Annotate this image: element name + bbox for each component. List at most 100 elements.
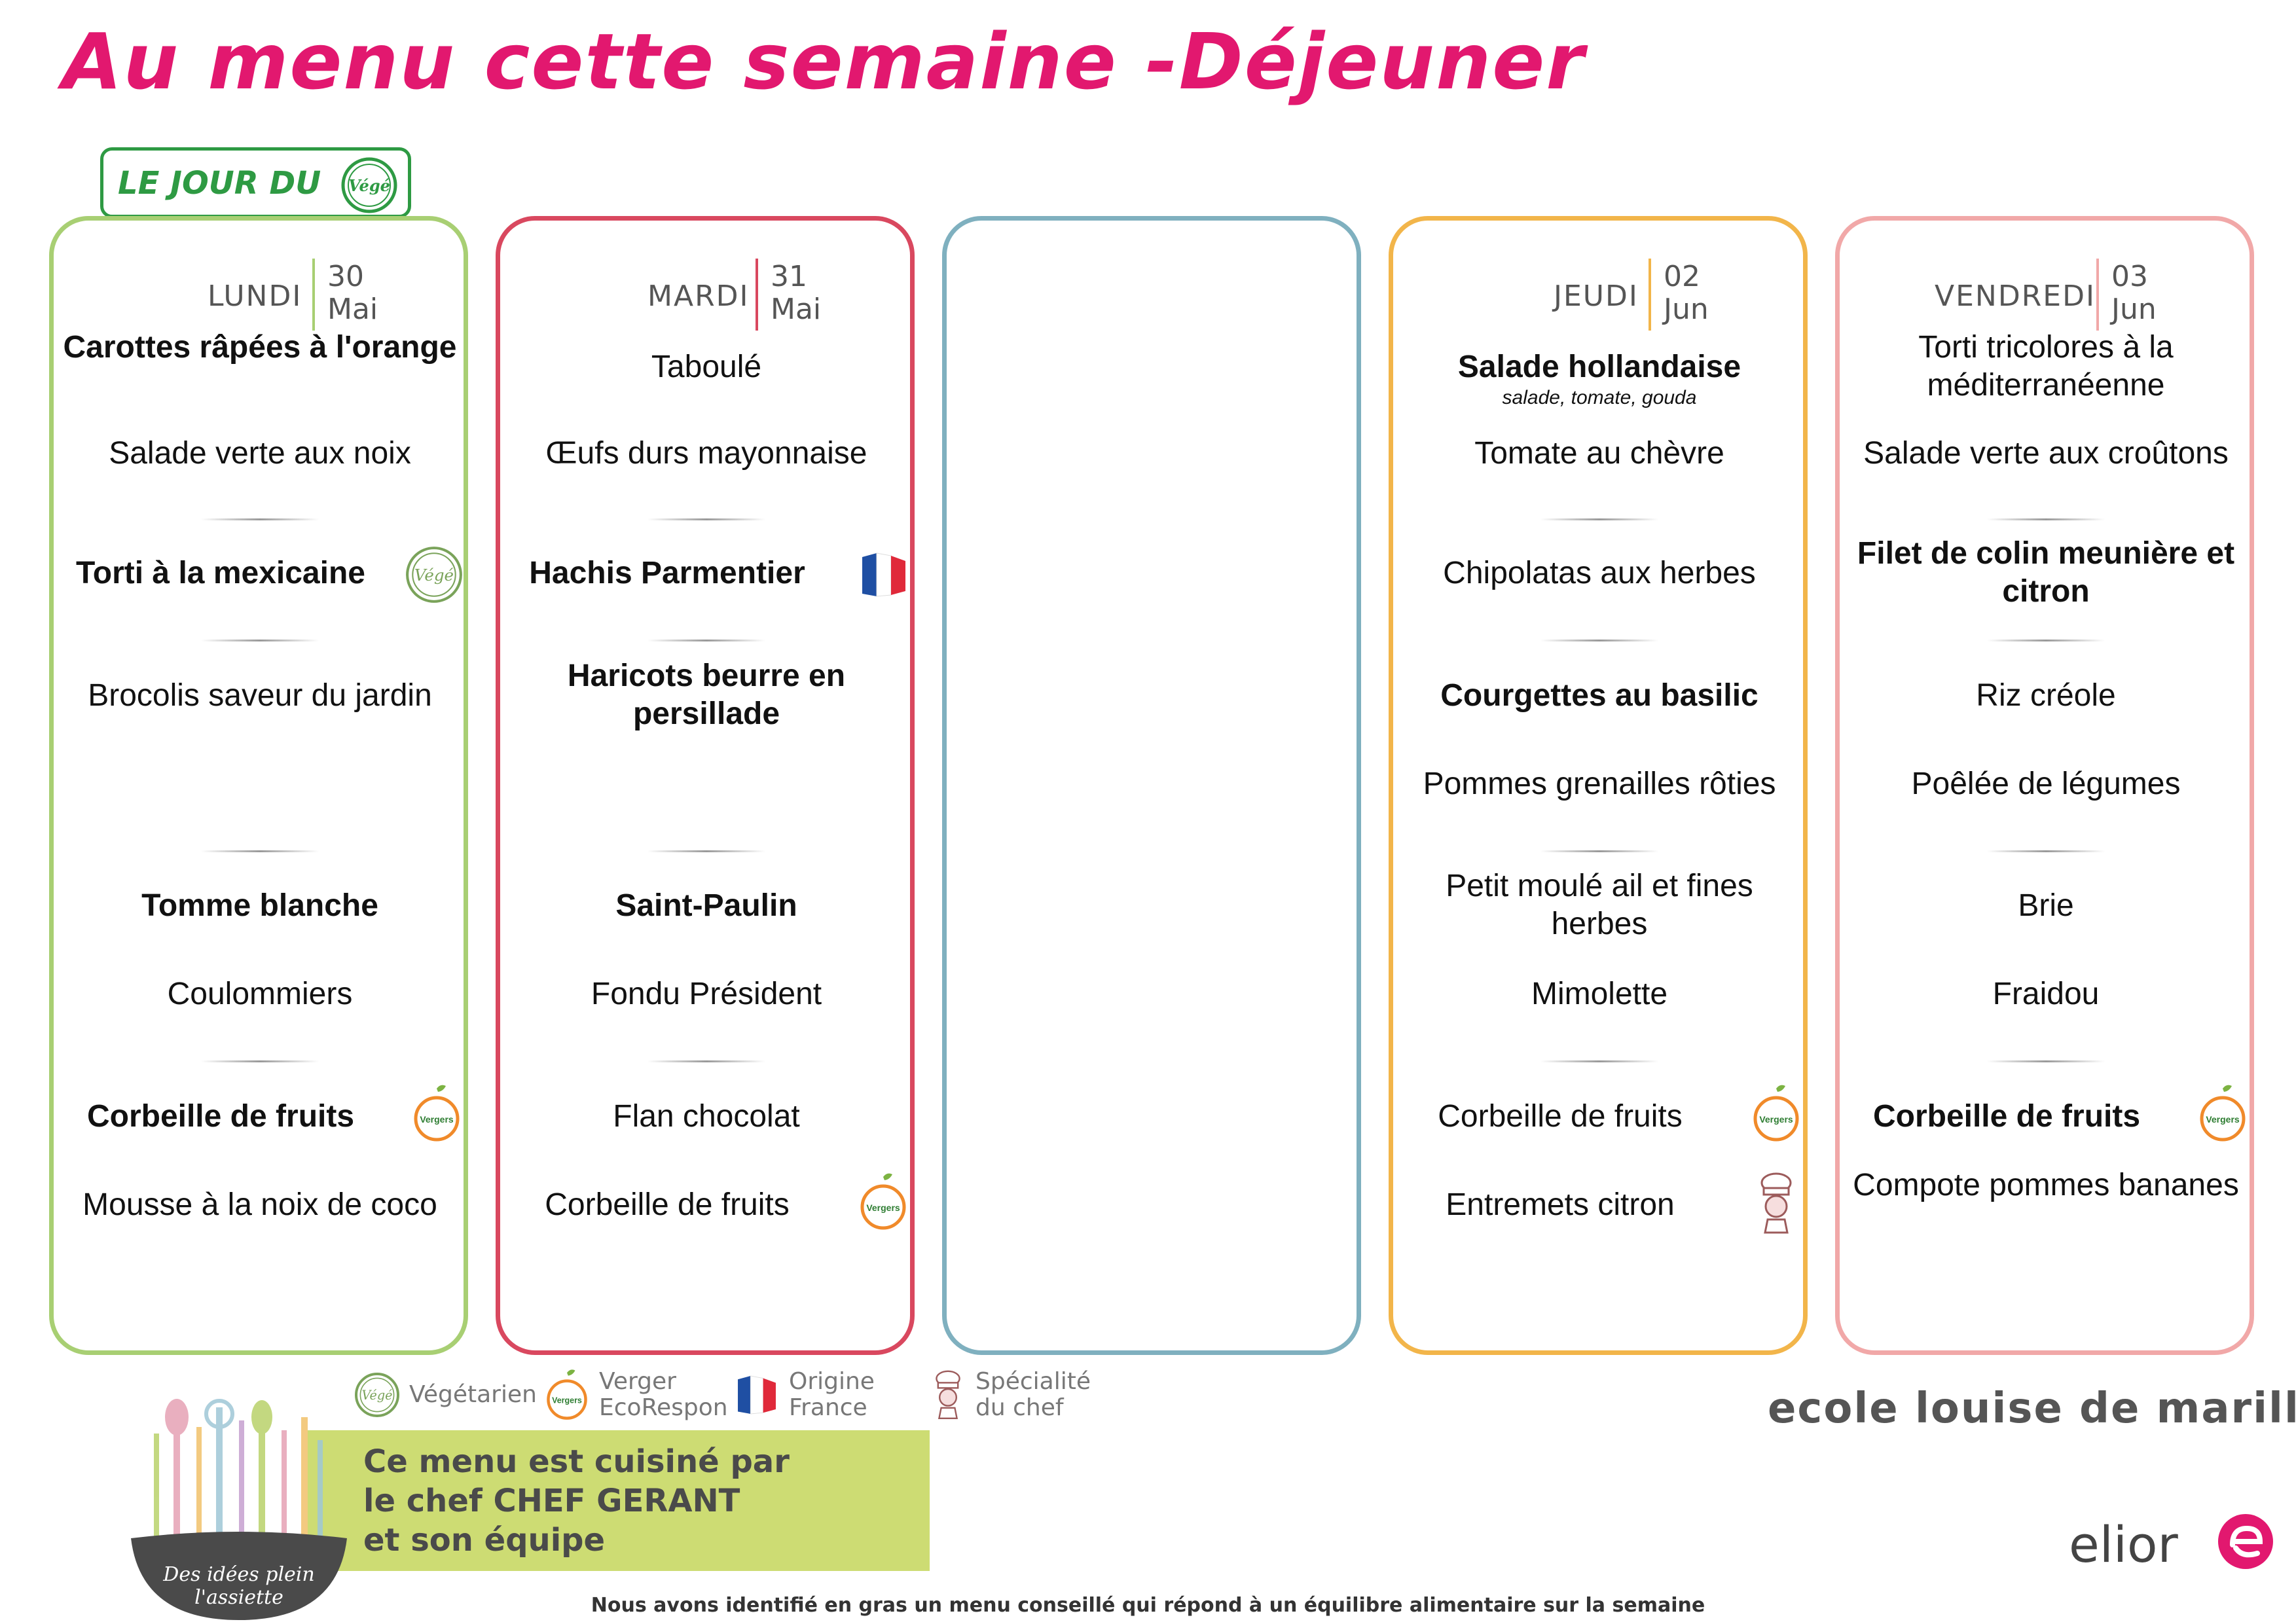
verger-ecorespon-icon: Vergers [1753,1085,1799,1142]
divider [1987,1060,2105,1062]
chef-line-2: le chef CHEF GERANT [363,1483,740,1519]
menu-item-cheese-2: Fondu Président [591,977,822,1011]
menu-item-cheese-2: Mimolette [1531,977,1668,1011]
logo-text-line-1: Des idées plein [162,1563,314,1586]
legend-label-line-2: France [789,1394,867,1421]
date-month: Mai [327,293,378,326]
menu-item-side: Brocolis saveur du jardin [88,678,432,713]
date-month: Jun [1664,293,1709,326]
menu-item-starter-1: Salade hollandaise salade, tomate, gouda [1400,348,1799,410]
day-header: LUNDI 30 Mai [54,240,464,331]
day-card-lundi: LUNDI 30 Mai Carottes râpées à l'orange … [49,216,468,1355]
divider [647,518,765,520]
day-card-jeudi: JEUDI 02 Jun Salade hollandaise salade, … [1389,216,1808,1355]
menu-item-dessert-2: Compote pommes bananes [1853,1168,2239,1202]
date-day: 30 [327,260,364,293]
menu-item-dessert-1: Corbeille de fruits [1872,1099,2141,1134]
day-name: LUNDI [208,280,302,313]
menu-item-cheese-1: Petit moulé ail et fines herbes [1446,869,1753,941]
date-separator [756,259,758,331]
chef-info-box: Ce menu est cuisiné par le chef CHEF GER… [308,1430,930,1571]
des-idees-plein-assiette-logo-icon: Des idées plein l'assiette [131,1399,347,1620]
menu-item-starter-2: Salade verte aux noix [109,436,411,471]
svg-text:Vergers: Vergers [552,1396,582,1405]
divider [1540,1060,1658,1062]
page-title: Au menu cette semaine -Déjeuner [62,16,1586,107]
verger-ecorespon-icon: Vergers [414,1085,460,1142]
menu-item-starter-2: Salade verte aux croûtons [1863,436,2229,471]
divider [201,1060,319,1062]
day-name: VENDREDI [1935,280,2096,313]
menu-item-main: Torti à la mexicaine [76,556,365,590]
chef-special-icon [1760,1172,1792,1234]
svg-text:Vergers: Vergers [420,1114,454,1125]
date-separator [312,259,315,331]
france-flag-icon [862,552,905,597]
date-separator [1649,259,1651,331]
chef-line-1: Ce menu est cuisiné par [363,1443,790,1480]
svg-text:Vergers: Vergers [1759,1114,1793,1125]
menu-item-main: Chipolatas aux herbes [1443,556,1756,590]
france-flag-icon [738,1375,776,1415]
legend-label: Végétarien [409,1381,537,1408]
divider [647,850,765,852]
menu-item-starter-2: Tomate au chèvre [1474,436,1724,471]
day-header: JEUDI 02 Jun [1393,240,1803,331]
menu-item-dessert-1: Corbeille de fruits [1438,1099,1683,1134]
chef-line-3: et son équipe [363,1522,606,1559]
menu-item-dessert-2: Entremets citron [1446,1187,1675,1222]
menu-item-side-2: Pommes grenailles rôties [1423,767,1776,801]
menu-item-starter-1: Torti tricolores à la méditerranéenne [1918,330,2174,403]
menu-item-cheese-1: Brie [2018,888,2074,923]
day-card-empty [942,216,1361,1355]
divider [201,850,319,852]
vegetarian-icon: Végé [406,547,462,603]
day-name: JEUDI [1554,280,1639,313]
menu-item-side-1: Courgettes au basilic [1440,678,1758,713]
menu-item-dessert-2: Mousse à la noix de coco [82,1187,437,1222]
day-name: MARDI [647,280,750,313]
menu-item-starter-1: Taboulé [651,350,762,384]
divider [1987,518,2105,520]
vegetarian-icon: Végé [355,1373,399,1417]
legend-label-line-2: EcoRespon [599,1394,728,1421]
verger-ecorespon-icon: Vergers [2200,1085,2246,1142]
divider [1540,640,1658,641]
menu-item-side-2: Poêlée de légumes [1911,767,2181,801]
day-header: VENDREDI 03 Jun [1840,240,2250,331]
divider [201,518,319,520]
day-card-mardi: MARDI 31 Mai Taboulé Œufs durs mayonnais… [496,216,915,1355]
menu-item-side: Haricots beurre en persillade [567,659,846,731]
chef-special-icon [936,1370,960,1419]
legend-label-line-1: Origine [789,1368,875,1395]
elior-logo-icon [2218,1514,2273,1569]
menu-item-cheese-1: Saint-Paulin [615,888,797,923]
menu-item-cheese-2: Fraidou [1992,977,2100,1011]
menu-item-dessert-1: Corbeille de fruits [86,1099,355,1134]
menu-item-main: Hachis Parmentier [529,556,805,590]
menu-item-side-1: Riz créole [1976,678,2116,713]
date-day: 02 [1664,260,1700,293]
jour-du-vege-banner: LE JOUR DU Végé [100,147,411,218]
footnote: Nous avons identifié en gras un menu con… [591,1594,1705,1617]
legend-label-line-1: Spécialité [975,1368,1091,1395]
svg-text:Végé: Végé [361,1388,392,1403]
menu-item-starter-1: Carottes râpées à l'orange [63,330,457,365]
divider [1987,850,2105,852]
svg-text:Vergers: Vergers [2206,1114,2240,1125]
divider [1540,850,1658,852]
school-name: ecole louise de marillac [1768,1384,2296,1433]
menu-item-main: Filet de colin meunière et citron [1857,536,2235,609]
legend-label-line-2: du chef [975,1394,1064,1421]
date-separator [2096,259,2099,331]
divider [647,1060,765,1062]
date-day: 31 [771,260,807,293]
menu-item-dessert-1: Flan chocolat [613,1099,800,1134]
menu-item-dessert-2: Corbeille de fruits [545,1187,790,1222]
svg-text:Vergers: Vergers [866,1202,900,1213]
date-month: Mai [771,293,822,326]
jour-du-vege-text: LE JOUR DU [118,165,321,202]
day-header: MARDI 31 Mai [500,240,910,331]
elior-brand-text: elior [2069,1515,2178,1574]
date-month: Jun [2111,293,2157,326]
